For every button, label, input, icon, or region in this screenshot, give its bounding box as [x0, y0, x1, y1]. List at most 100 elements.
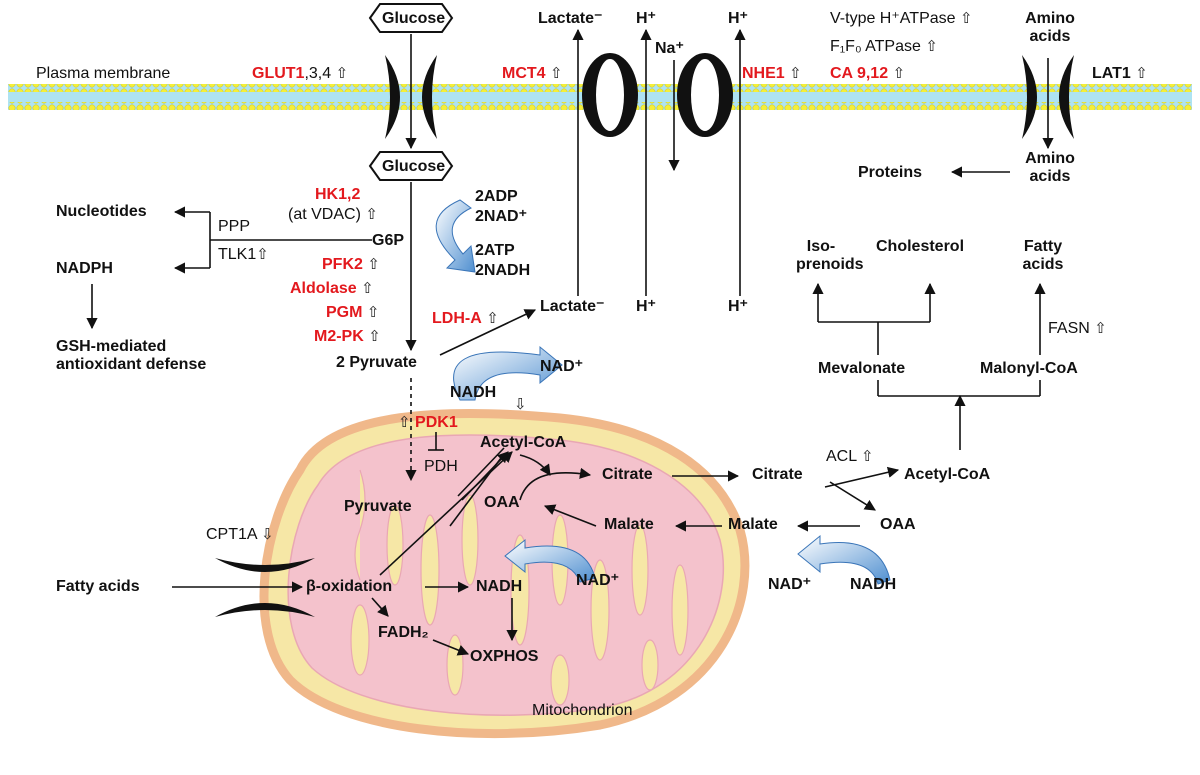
proton-inside-1: H⁺	[636, 298, 656, 315]
pyruvate-2: 2 Pyruvate	[336, 354, 417, 371]
nadh-mito: NADH	[476, 578, 523, 595]
mct4-label: MCT4	[502, 65, 546, 82]
nucleotides-label: Nucleotides	[56, 203, 147, 220]
down-arrow-icon: ⇩	[514, 395, 527, 413]
nadh-out-label: 2NADH	[475, 262, 531, 279]
pfk2-label: PFK2	[322, 256, 363, 273]
down-arrow-icon: ⇩	[261, 525, 274, 543]
fadh2-label: FADH₂	[378, 624, 429, 641]
up-arrow-icon: ⇧	[335, 64, 349, 82]
isoprenoids-label: Iso- prenoids	[796, 238, 864, 273]
sodium-label: Na⁺	[655, 40, 684, 57]
nadph-label: NADPH	[56, 260, 113, 277]
up-arrow-icon: ⇧	[892, 64, 906, 82]
up-arrow-icon: ⇧	[860, 447, 874, 465]
ca: CA 9,12 ⇧	[830, 65, 905, 83]
pathway-arrows	[86, 28, 1054, 656]
up-arrow-icon: ⇧	[365, 205, 378, 223]
lat1-label: LAT1	[1092, 65, 1131, 82]
vdac-label: (at VDAC)	[288, 206, 361, 223]
lactate-outside: Lactate⁻	[538, 10, 603, 27]
proteins-label: Proteins	[858, 164, 923, 181]
pfk2: PFK2 ⇧	[322, 256, 380, 274]
pgm: PGM ⇧	[326, 304, 379, 322]
ldha-label: LDH-A	[432, 310, 482, 327]
up-arrow-icon: ⇧	[789, 64, 802, 82]
up-arrow-icon: ⇧	[925, 37, 938, 55]
amino-acids-outside: Amino acids	[1025, 10, 1075, 45]
acl-label: ACL	[826, 448, 857, 465]
up-arrow-icon: ⇧	[366, 303, 380, 321]
aldolase-label: Aldolase	[290, 280, 357, 297]
tlk1-label: TLK1	[218, 246, 257, 263]
cpt1a: CPT1A ⇩	[206, 526, 274, 544]
nhe1: NHE1 ⇧	[742, 65, 802, 83]
citrate-cytosol: Citrate	[752, 466, 803, 483]
atp-label: 2ATP	[475, 242, 515, 259]
gsh-label: GSH-mediated antioxidant defense	[56, 338, 207, 373]
fatty-acids-label: Fatty acids	[56, 578, 140, 595]
ppp-label: PPP	[218, 218, 251, 235]
curved-arrows	[435, 199, 891, 585]
oxphos-label: OXPHOS	[470, 648, 539, 665]
up-arrow-icon: ⇧	[486, 309, 499, 327]
cpt1a-transporter	[215, 558, 315, 617]
aldolase: Aldolase ⇧	[290, 280, 374, 298]
malonyl-coa-label: Malonyl-CoA	[980, 360, 1078, 377]
proton-inside-2: H⁺	[728, 298, 748, 315]
nadh-cytosol-2: NADH	[850, 576, 897, 593]
hk-label: HK1,2	[315, 186, 361, 203]
cholesterol-label: Cholesterol	[876, 238, 965, 255]
lat1: LAT1 ⇧	[1092, 65, 1148, 83]
nad-in-label: 2NAD⁺	[475, 208, 528, 225]
proton-outside-1: H⁺	[636, 10, 656, 27]
beta-oxidation-label: β-oxidation	[306, 578, 393, 595]
acetyl-coa-mito: Acetyl-CoA	[480, 434, 567, 451]
glut-label: GLUT1,3,4 ⇧	[252, 65, 348, 83]
mitochondrion-shape	[259, 408, 750, 739]
glucose-inside-hexagon	[368, 151, 454, 181]
mct4-transporter	[582, 53, 638, 137]
pgm-label: PGM	[326, 304, 363, 321]
up-arrow-icon: ⇧	[367, 255, 380, 273]
up-arrow-icon: ⇧	[398, 413, 411, 431]
vtype-label: V-type H⁺ATPase	[830, 10, 956, 27]
citrate-mito: Citrate	[602, 466, 653, 483]
cpt1a-label: CPT1A	[206, 526, 257, 543]
malate-cytosol: Malate	[728, 516, 778, 533]
mevalonate-label: Mevalonate	[818, 360, 906, 377]
f1f0-atpase: F₁F₀ ATPase ⇧	[830, 38, 938, 56]
oaa-cytosol: OAA	[880, 516, 916, 533]
acetyl-coa-cytosol: Acetyl-CoA	[904, 466, 991, 483]
up-arrow-icon: ⇧	[1135, 64, 1148, 82]
pyruvate-mito: Pyruvate	[344, 498, 412, 515]
up-arrow-icon: ⇧	[550, 64, 563, 82]
mct4: MCT4 ⇧	[502, 65, 563, 83]
lat1-transporter	[1022, 55, 1074, 139]
fasn-label: FASN	[1048, 320, 1090, 337]
nad-cytosol-2: NAD⁺	[768, 576, 812, 593]
up-arrow-icon: ⇧	[368, 327, 381, 345]
nhe1-label: NHE1	[742, 65, 785, 82]
g6p-label: G6P	[372, 232, 405, 249]
nad-mito: NAD⁺	[576, 572, 620, 589]
pdh-label: PDH	[424, 458, 458, 475]
mitochondrion-label: Mitochondrion	[532, 702, 633, 719]
up-arrow-icon: ⇧	[361, 279, 374, 297]
f1f0-label: F₁F₀ ATPase	[830, 38, 921, 55]
glut-rest-label: ,3,4	[304, 65, 332, 82]
glucose-outside: Glucose	[382, 10, 445, 28]
proton-outside-2: H⁺	[728, 10, 748, 27]
fasn: FASN ⇧	[1048, 320, 1107, 338]
plasma-membrane-label: Plasma membrane	[36, 65, 171, 82]
malate-mito: Malate	[604, 516, 654, 533]
acl: ACL ⇧	[826, 448, 874, 466]
hk: HK1,2	[315, 186, 360, 204]
ca-label: CA 9,12	[830, 65, 889, 82]
glucose-outside-label: Glucose	[382, 10, 446, 27]
vtype-atpase: V-type H⁺ATPase ⇧	[830, 10, 973, 28]
amino-acids-inside: Amino acids	[1025, 150, 1075, 185]
tlk1: TLK1⇧	[218, 246, 269, 264]
